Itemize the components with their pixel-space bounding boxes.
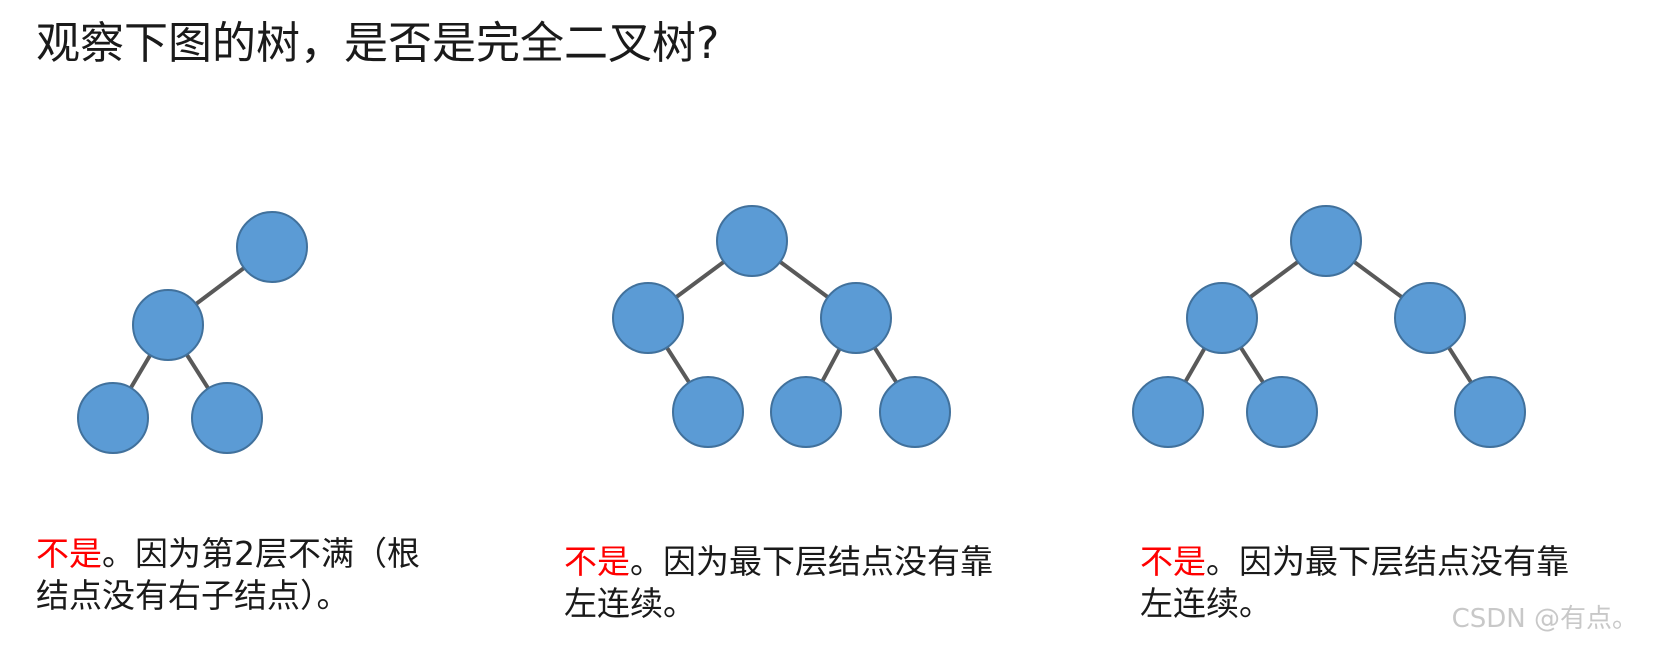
tree-2-node-root: [716, 205, 788, 277]
tree-3-node-level3-c: [1454, 376, 1526, 448]
caption-tree-2-reason-line1: 。因为最下层结点没有靠: [630, 542, 993, 581]
caption-tree-1: 不是。因为第2层不满（根 结点没有右子结点）。: [36, 533, 420, 617]
tree-3-node-level3-a: [1132, 376, 1204, 448]
page-title: 观察下图的树，是否是完全二叉树?: [36, 18, 720, 69]
tree-1-node-level3-left: [77, 382, 149, 454]
tree-1-node-level3-right: [191, 382, 263, 454]
tree-1-node-root: [236, 211, 308, 283]
tree-2-node-level3-c: [879, 376, 951, 448]
caption-tree-1-reason-line2: 结点没有右子结点）。: [36, 576, 350, 615]
caption-tree-2-reason-line2: 左连续。: [564, 584, 696, 623]
tree-2-node-level3-b: [770, 376, 842, 448]
tree-2-node-level2-left: [612, 282, 684, 354]
caption-tree-1-verdict: 不是: [36, 534, 102, 573]
caption-tree-3: 不是。因为最下层结点没有靠 左连续。: [1140, 541, 1569, 625]
tree-1-node-level2-left: [132, 289, 204, 361]
tree-2: [612, 205, 951, 448]
caption-tree-3-reason-line2: 左连续。: [1140, 584, 1272, 623]
tree-3: [1132, 205, 1526, 448]
tree-3-node-level2-left: [1186, 282, 1258, 354]
caption-tree-3-reason-line1: 。因为最下层结点没有靠: [1206, 542, 1569, 581]
caption-tree-2-verdict: 不是: [564, 542, 630, 581]
watermark: CSDN @有点。: [1451, 604, 1638, 634]
tree-1: [77, 211, 308, 454]
tree-3-node-level2-right: [1394, 282, 1466, 354]
caption-tree-1-reason-line1: 。因为第2层不满（根: [102, 534, 420, 573]
tree-2-node-level2-right: [820, 282, 892, 354]
tree-3-node-level3-b: [1246, 376, 1318, 448]
tree-3-node-root: [1290, 205, 1362, 277]
caption-tree-2: 不是。因为最下层结点没有靠 左连续。: [564, 541, 993, 625]
tree-2-node-level3-a: [672, 376, 744, 448]
caption-tree-3-verdict: 不是: [1140, 542, 1206, 581]
